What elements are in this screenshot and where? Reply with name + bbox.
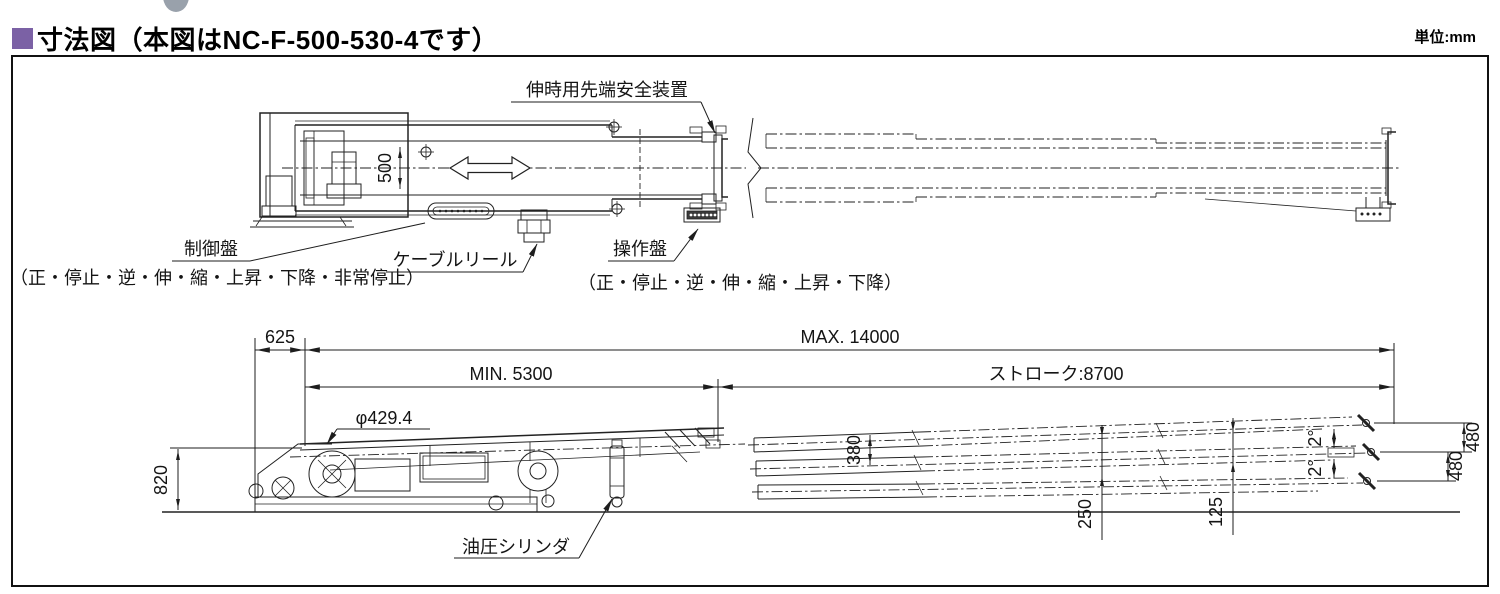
boom-tip-retracted: [689, 125, 728, 211]
dim-tilt-upper: 2°: [1305, 429, 1325, 446]
cable-reel-side: [517, 450, 559, 503]
page-edge-artifact: [163, 0, 189, 12]
dim-max-length: MAX. 14000: [800, 327, 899, 347]
frame-box: [354, 458, 411, 492]
label-cable-reel: ケーブルリール: [393, 249, 518, 270]
extended-boom-plan: [758, 127, 1400, 222]
cable-reel-unit: [517, 209, 551, 243]
unit-label: 単位:mm: [1414, 29, 1476, 46]
dim-belt-width: 500: [375, 153, 395, 183]
dim-drum-diameter: φ429.4: [356, 408, 413, 428]
cable-reel-tray: [427, 202, 495, 220]
boom-side: [289, 427, 746, 471]
dim-125: 125: [1206, 497, 1226, 527]
dim-height: 820: [151, 465, 171, 495]
dim-min-length: MIN. 5300: [469, 364, 552, 384]
title-accent-square-icon: [12, 28, 33, 49]
dim-stroke: ストローク:8700: [988, 364, 1123, 384]
control-panel-functions: （正・停止・逆・伸・縮・上昇・下降・非常停止）: [10, 268, 424, 288]
belt-direction-arrow-icon: [448, 155, 532, 181]
page-title: 寸法図（本図はNC-F-500-530-4です）: [37, 25, 499, 55]
dim-tip-pitch-lower: 480: [1446, 451, 1466, 481]
label-hydraulic-cylinder: 油圧シリンダ: [462, 537, 570, 557]
boom-tip-marker-icon: [1356, 413, 1381, 491]
side-view: 625 MAX. 14000 MIN. 5300 ストローク:8700 820: [151, 327, 1483, 559]
dim-rear-length: 625: [265, 327, 295, 347]
label-control-panel: 制御盤: [184, 239, 238, 259]
plan-view: 500: [10, 80, 1400, 293]
dim-tip-pitch-upper: 480: [1463, 422, 1483, 452]
label-operation-panel: 操作盤: [613, 239, 667, 259]
title-row: 寸法図（本図はNC-F-500-530-4です）: [12, 20, 498, 57]
bolt-mark-icon: [418, 119, 625, 217]
operation-panel-box: [683, 207, 721, 223]
dim-tilt-lower: 2°: [1305, 459, 1325, 476]
dim-boom-depth: 380: [844, 435, 864, 465]
label-tip-safety-device: 伸時用先端安全装置: [526, 80, 688, 100]
extended-boom-sections: [747, 413, 1381, 500]
operation-panel-functions: （正・停止・逆・伸・縮・上昇・下降）: [578, 273, 902, 293]
dim-250: 250: [1075, 499, 1095, 529]
hydraulic-cylinder: [609, 439, 625, 508]
control-box: [419, 452, 489, 483]
